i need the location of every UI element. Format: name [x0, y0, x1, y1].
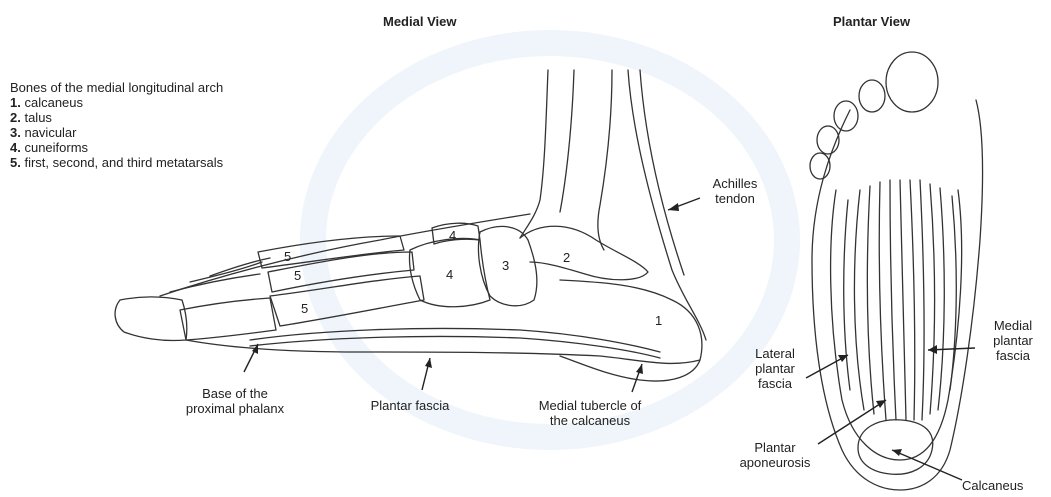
- medial-plantar-fascia-label: Medial plantar fascia: [978, 318, 1048, 363]
- bone-number-talus: 2: [563, 250, 570, 265]
- legend-item: 1. calcaneus: [10, 95, 223, 110]
- arrow-calcaneus: [892, 450, 962, 480]
- achilles-tendon-label: Achilles tendon: [695, 176, 775, 206]
- label-line: Medial tubercle of: [510, 398, 670, 413]
- medial-view-heading: Medial View: [383, 14, 456, 29]
- label-line: aponeurosis: [730, 455, 820, 470]
- legend-item: 2. talus: [10, 110, 223, 125]
- label-line: the calcaneus: [510, 413, 670, 428]
- bone-number-cuneiform: 4: [449, 228, 456, 243]
- tibia-outline: [520, 70, 548, 238]
- legend-item-text: talus: [24, 110, 51, 125]
- label-line: Plantar: [730, 440, 820, 455]
- legend-item-num: 2.: [10, 110, 21, 125]
- metatarsal-outline: [270, 276, 424, 326]
- plantar-fascia-label: Plantar fascia: [340, 398, 480, 413]
- plantar-view-heading: Plantar View: [833, 14, 910, 29]
- label-line: Medial: [978, 318, 1048, 333]
- legend-item-text: calcaneus: [24, 95, 83, 110]
- legend-item-text: navicular: [24, 125, 76, 140]
- legend-item-num: 4.: [10, 140, 21, 155]
- legend-item: 5. first, second, and third metatarsals: [10, 155, 223, 170]
- label-line: fascia: [978, 348, 1048, 363]
- label-line: Base of the: [160, 386, 310, 401]
- legend-item: 3. navicular: [10, 125, 223, 140]
- plantar-calcaneus: [858, 420, 933, 475]
- legend: Bones of the medial longitudinal arch 1.…: [10, 80, 223, 170]
- label-line: tendon: [695, 191, 775, 206]
- great-toe: [886, 52, 938, 112]
- talus-outline: [520, 226, 648, 280]
- legend-item-num: 3.: [10, 125, 21, 140]
- plantar-aponeurosis-label: Plantar aponeurosis: [730, 440, 820, 470]
- label-line: fascia: [740, 376, 810, 391]
- lateral-plantar-fascia-label: Lateral plantar fascia: [740, 346, 810, 391]
- base-proximal-phalanx-label: Base of the proximal phalanx: [160, 386, 310, 416]
- bone-number-navicular: 3: [502, 258, 509, 273]
- label-line: plantar: [978, 333, 1048, 348]
- legend-title: Bones of the medial longitudinal arch: [10, 80, 223, 95]
- bone-number-calcaneus: 1: [655, 313, 662, 328]
- label-line: plantar: [740, 361, 810, 376]
- legend-item: 4. cuneiforms: [10, 140, 223, 155]
- legend-item-text: first, second, and third metatarsals: [24, 155, 223, 170]
- bone-number-metatarsal: 5: [294, 268, 301, 283]
- bone-number-metatarsal: 5: [284, 249, 291, 264]
- legend-item-num: 1.: [10, 95, 21, 110]
- arrow-aponeurosis: [818, 400, 886, 444]
- fibula-outline: [598, 70, 612, 250]
- bone-number-cuneiform: 4: [446, 267, 453, 282]
- phalanx-outline: [180, 298, 276, 340]
- calcaneus-outline: [560, 280, 702, 381]
- medial-tubercle-label: Medial tubercle of the calcaneus: [510, 398, 670, 428]
- legend-item-text: cuneiforms: [24, 140, 88, 155]
- calcaneus-label: Calcaneus: [962, 478, 1023, 493]
- label-line: proximal phalanx: [160, 401, 310, 416]
- label-line: Lateral: [740, 346, 810, 361]
- bone-number-metatarsal: 5: [301, 301, 308, 316]
- label-line: Achilles: [695, 176, 775, 191]
- legend-item-num: 5.: [10, 155, 21, 170]
